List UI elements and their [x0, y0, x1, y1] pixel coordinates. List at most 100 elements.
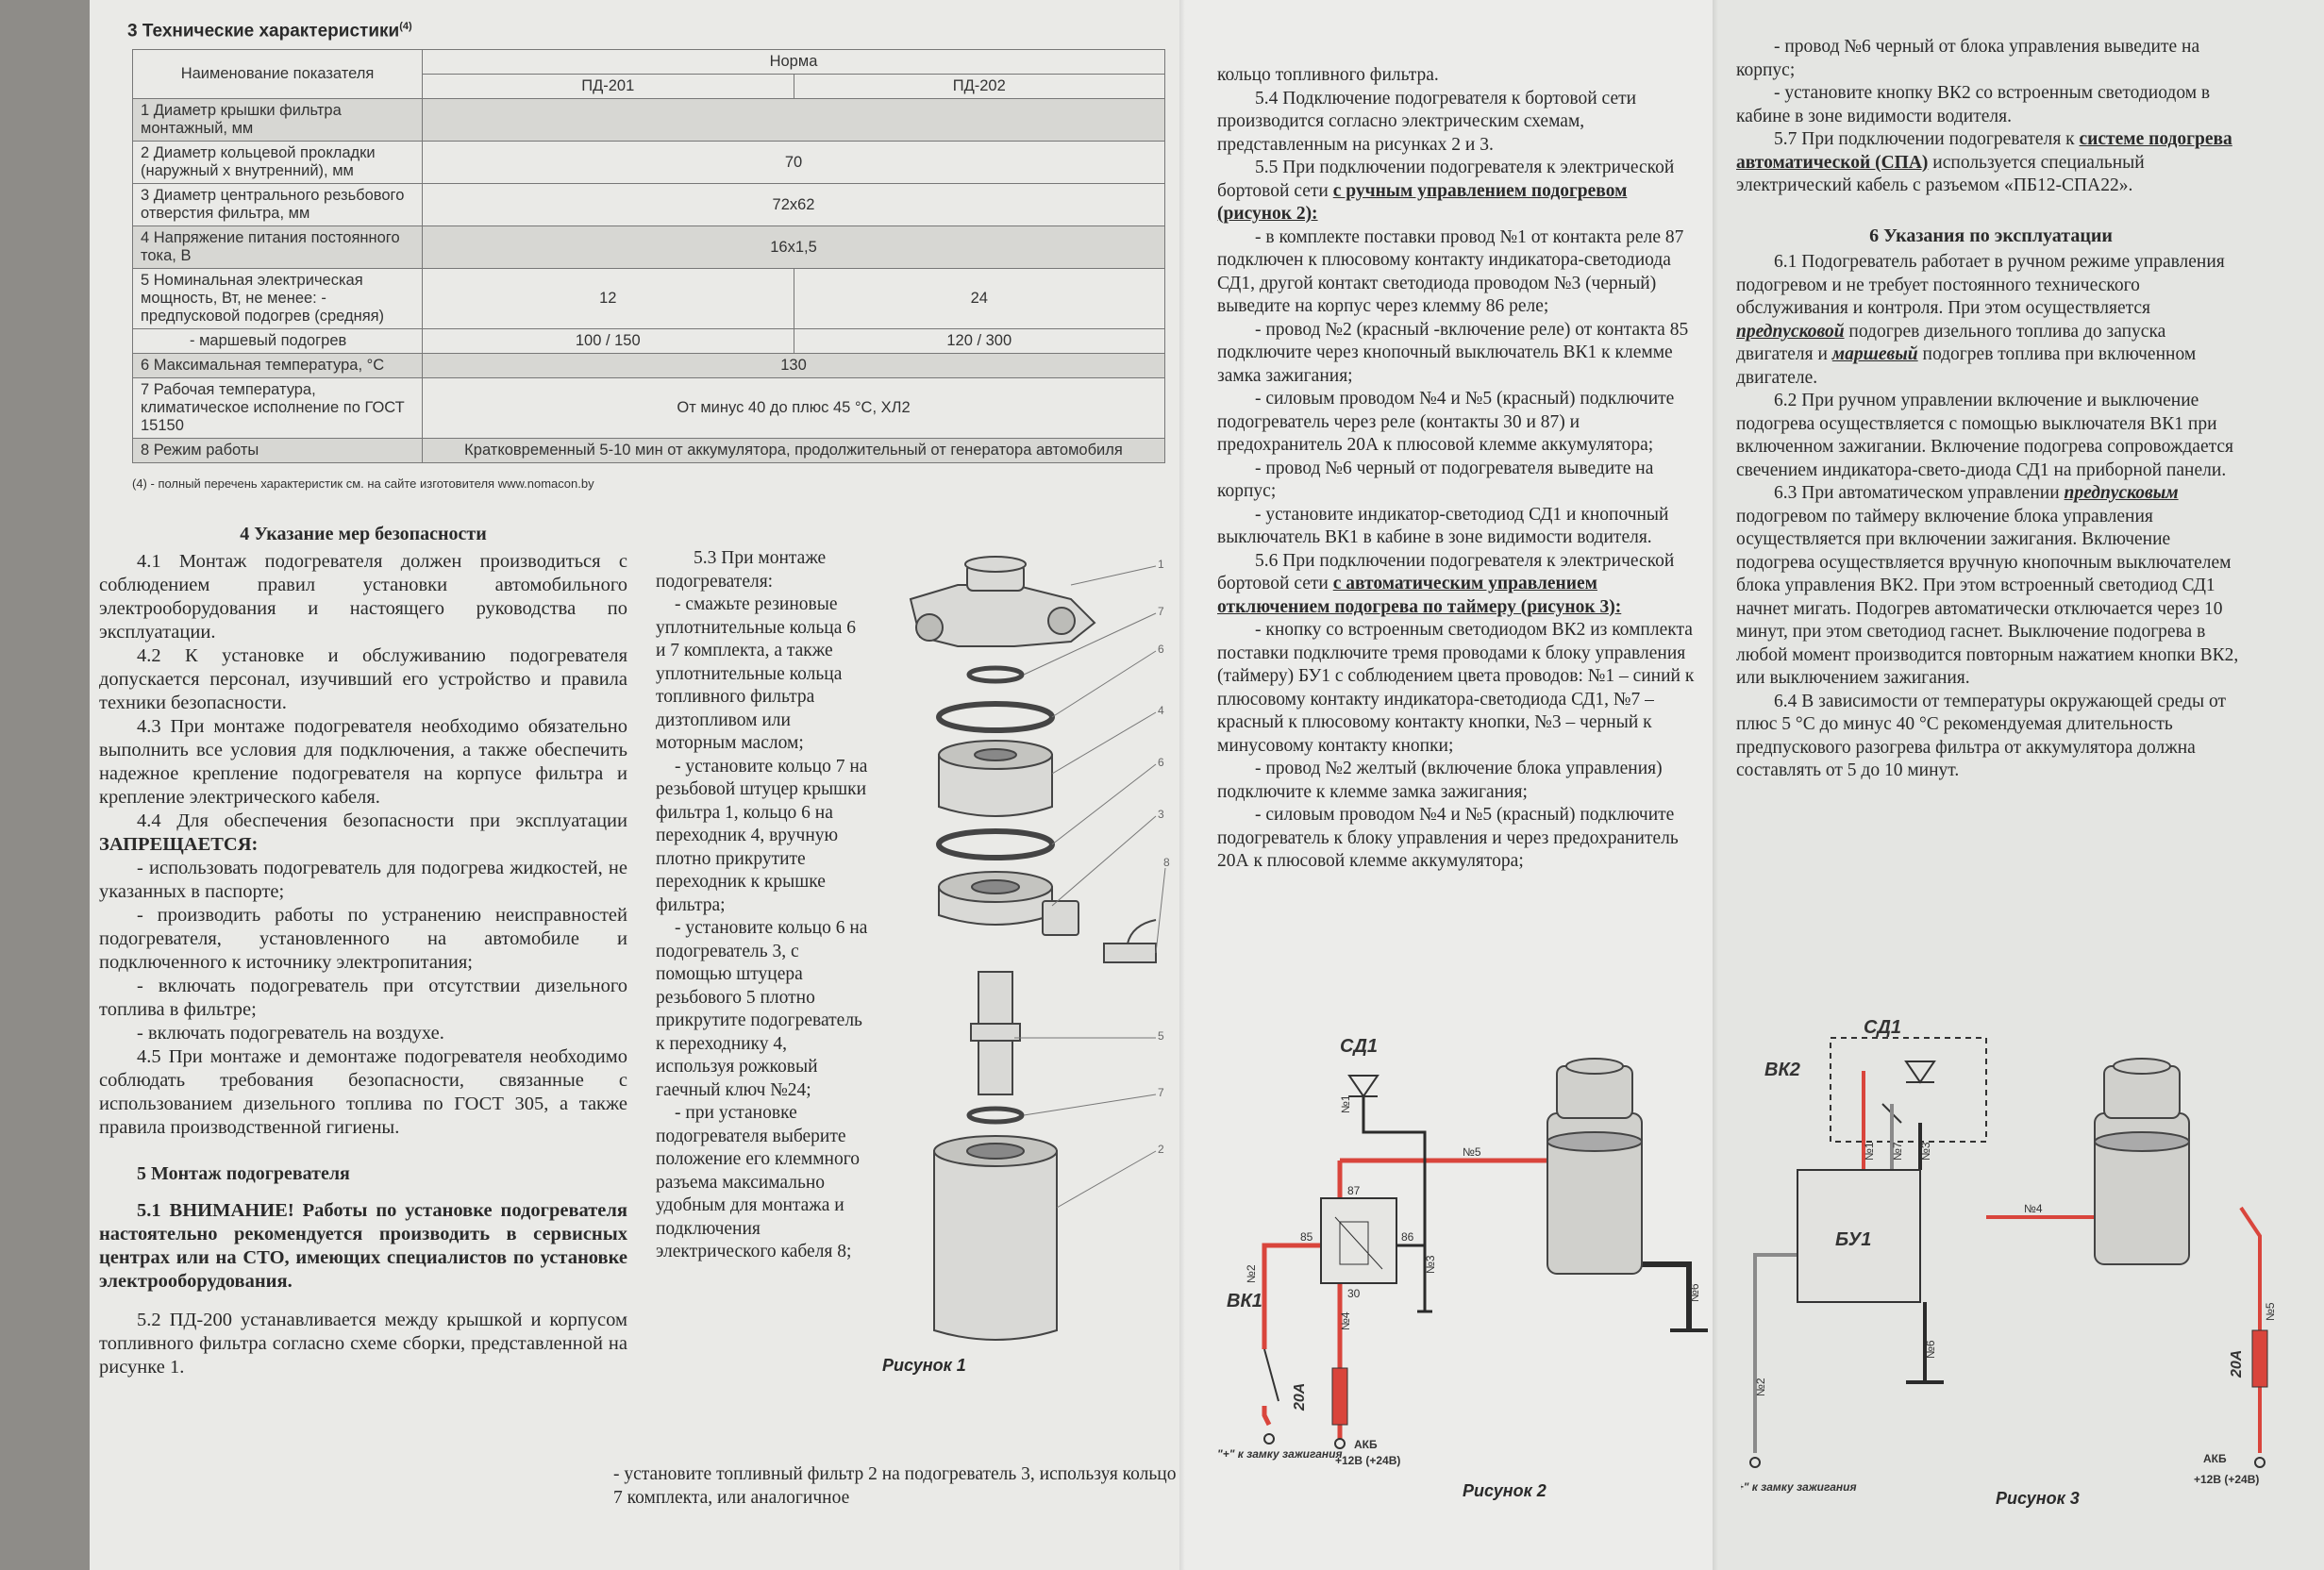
list-item: - провод №2 (красный -включение реле) от… — [1217, 319, 1689, 386]
section3-title: 3 Технические характеристики(4) — [127, 21, 412, 42]
fig2-ignition-label: "+" к замку зажигания — [1217, 1447, 1343, 1461]
fig2-sd1-label: СД1 — [1340, 1036, 1378, 1057]
figure-2-wiring-diagram: СД1 ВК1 20А №1 №2 №3 №4 №5 №6 87 85 86 3… — [1217, 1036, 1708, 1467]
table-row: - маршевый подогрев — [132, 328, 423, 354]
para-6-1: 6.1 Подогреватель работает в ручном режи… — [1736, 252, 2225, 388]
table-footnote: (4) - полный перечень характеристик см. … — [132, 476, 594, 491]
fig2-wire-label: №2 — [1245, 1264, 1258, 1283]
fig2-contact-label: 86 — [1401, 1230, 1414, 1244]
column-3: кольцо топливного фильтра. 5.4 Подключен… — [1217, 64, 1698, 874]
list-item: - включать подогреватель при отсутствии … — [99, 976, 627, 1020]
th-norm: Норма — [422, 49, 1165, 75]
list-item: - при установке подогревателя выберите п… — [656, 1103, 860, 1261]
para-5-1: 5.1 ВНИМАНИЕ! Работы по установке подогр… — [99, 1200, 627, 1292]
fig3-wire-label: №6 — [1924, 1340, 1937, 1359]
fig3-wire-label: №1 — [1863, 1142, 1876, 1161]
section5-title: 5 Монтаж подогревателя — [137, 1163, 350, 1184]
page-right: - провод №6 черный от блока управления в… — [1713, 0, 2324, 1570]
list-item: - кнопку со встроенным светодиодом ВК2 и… — [1217, 620, 1695, 756]
list-item: - включать подогреватель на воздухе. — [137, 1023, 444, 1044]
fig2-wire-label: №3 — [1424, 1255, 1437, 1274]
table-row: 7 Рабочая температура, климатическое исп… — [132, 377, 423, 439]
table-row: 3 Диаметр центрального резьбового отверс… — [132, 183, 423, 226]
fig3-sd1-label: СД1 — [1864, 1019, 1901, 1038]
table-row: 4 Напряжение питания постоянного тока, В — [132, 225, 423, 269]
fig1-label: 5 — [1158, 1029, 1164, 1043]
list-item: - силовым проводом №4 и №5 (красный) под… — [1217, 805, 1679, 871]
figure-2-caption: Рисунок 2 — [1463, 1481, 1547, 1500]
list-item: - установите кольцо 6 на подогреватель 3… — [656, 918, 868, 1100]
fig1-label: 3 — [1158, 808, 1164, 821]
figure-1-caption: Рисунок 1 — [882, 1356, 966, 1375]
fig1-label: 8 — [1163, 856, 1170, 869]
para-4-3: 4.3 При монтаже подогревателя необходимо… — [99, 716, 627, 808]
para-cont: кольцо топливного фильтра. — [1217, 65, 1439, 85]
th-name: Наименование показателя — [132, 49, 423, 99]
fig3-bu1-label: БУ1 — [1835, 1229, 1871, 1250]
fig1-label: 1 — [1158, 558, 1164, 571]
list-item: - установите кольцо 7 на резьбовой штуце… — [656, 756, 868, 915]
section4-title: 4 Указание мер безопасности — [240, 524, 487, 544]
list-item: - провод №2 желтый (включение блока упра… — [1217, 759, 1663, 802]
table-row: 5 Номинальная электрическая мощность, Вт… — [132, 268, 423, 329]
list-item: - смажьте резиновые уплотнительные кольц… — [656, 594, 856, 753]
page-left: 3 Технические характеристики(4) Наименов… — [90, 0, 1184, 1570]
list-item: - провод №6 черный от подогревателя выве… — [1217, 458, 1654, 502]
list-item: - использовать подогреватель для подогре… — [99, 858, 627, 902]
fig3-wire-label: №5 — [2264, 1302, 2277, 1321]
para-5-2: 5.2 ПД-200 устанавливается между крышкой… — [99, 1310, 627, 1378]
fig3-wire-label: №7 — [1891, 1142, 1904, 1161]
fig2-fuse-label: 20А — [1292, 1383, 1308, 1411]
fig3-akb-voltage: +12В (+24В) — [2194, 1473, 2259, 1486]
para-6-3: 6.3 При автоматическом управлении предпу… — [1736, 483, 2239, 688]
para-4-2: 4.2 К установке и обслуживанию подогрева… — [99, 645, 627, 713]
fig2-vk1-label: ВК1 — [1227, 1291, 1262, 1311]
table-row: 1 Диаметр крышки фильтра монтажный, мм — [132, 98, 423, 142]
fig3-wire-label: №4 — [2024, 1202, 2043, 1215]
figure-3-wiring-diagram: СД1 ВК2 БУ1 20А №1 №2 №3 №4 №5 №6 №7 "+"… — [1741, 1019, 2277, 1494]
fig1-label: 6 — [1158, 756, 1164, 769]
page-middle: кольцо топливного фильтра. 5.4 Подключен… — [1179, 0, 1717, 1570]
fig1-label: 2 — [1158, 1143, 1164, 1156]
table-row: 2 Диаметр кольцевой прокладки (наружный … — [132, 141, 423, 184]
list-item: - силовым проводом №4 и №5 (красный) под… — [1217, 389, 1675, 455]
fig2-wire-label: №1 — [1339, 1094, 1352, 1113]
fig3-wire-label: №2 — [1754, 1378, 1767, 1396]
fig2-wire-label: №4 — [1339, 1311, 1352, 1330]
para-6-4: 6.4 В зависимости от температуры окружаю… — [1736, 691, 2227, 781]
table-row: 6 Максимальная температура, °С — [132, 353, 423, 378]
fig3-ignition-label: "+" к замку зажигания — [1741, 1480, 1857, 1494]
para-6-2: 6.2 При ручном управлении включение и вы… — [1736, 391, 2233, 480]
list-item: - производить работы по устранению неисп… — [99, 905, 627, 973]
para-5-3: 5.3 При монтаже подогревателя: — [656, 548, 827, 592]
column-1: 4 Указание мер безопасности 4.1 Монтаж п… — [99, 511, 627, 1379]
fig2-akb-label: АКБ — [1354, 1438, 1378, 1451]
spec-table: Наименование показателя Норма ПД-201 ПД-… — [132, 49, 1165, 463]
column-4: - провод №6 черный от блока управления в… — [1736, 36, 2246, 783]
fig2-contact-label: 85 — [1300, 1230, 1313, 1244]
para-5-4: 5.4 Подключение подогревателя к бортовой… — [1217, 88, 1637, 155]
para-4-1: 4.1 Монтаж подогревателя должен производ… — [99, 551, 627, 643]
fig1-label: 6 — [1158, 643, 1164, 656]
th-m2: ПД-202 — [793, 74, 1165, 99]
fig1-label: 7 — [1158, 605, 1164, 618]
list-item: - в комплекте поставки провод №1 от конт… — [1217, 226, 1684, 317]
fig3-akb-label: АКБ — [2203, 1452, 2227, 1465]
column-2: 5.3 При монтаже подогревателя: - смажьте… — [656, 547, 868, 1264]
table-row: 8 Режим работы — [132, 438, 423, 463]
list-item: - установите кнопку ВК2 со встроенным св… — [1736, 83, 2211, 126]
list-item: - провод №6 черный от блока управления в… — [1736, 37, 2200, 80]
fig1-label: 4 — [1158, 704, 1164, 717]
figure-3-caption: Рисунок 3 — [1996, 1489, 2080, 1508]
fig2-contact-label: 87 — [1347, 1184, 1361, 1197]
fig2-wire-label: №5 — [1463, 1145, 1481, 1159]
fig3-wire-label: №3 — [1919, 1142, 1932, 1161]
para-4-5: 4.5 При монтаже и демонтаже подогревател… — [99, 1046, 627, 1138]
fig1-label: 7 — [1158, 1086, 1164, 1099]
list-item: - установите индикатор-светодиод СД1 и к… — [1217, 504, 1669, 548]
th-m1: ПД-201 — [422, 74, 794, 99]
para-4-4: 4.4 Для обеспечения безопасности при экс… — [99, 810, 627, 855]
fig3-fuse-label: 20А — [2229, 1350, 2245, 1378]
section6-title: 6 Указания по эксплуатации — [1869, 225, 2113, 246]
para-5-3-e: - установите топливный фильтр 2 на подог… — [613, 1464, 1177, 1508]
